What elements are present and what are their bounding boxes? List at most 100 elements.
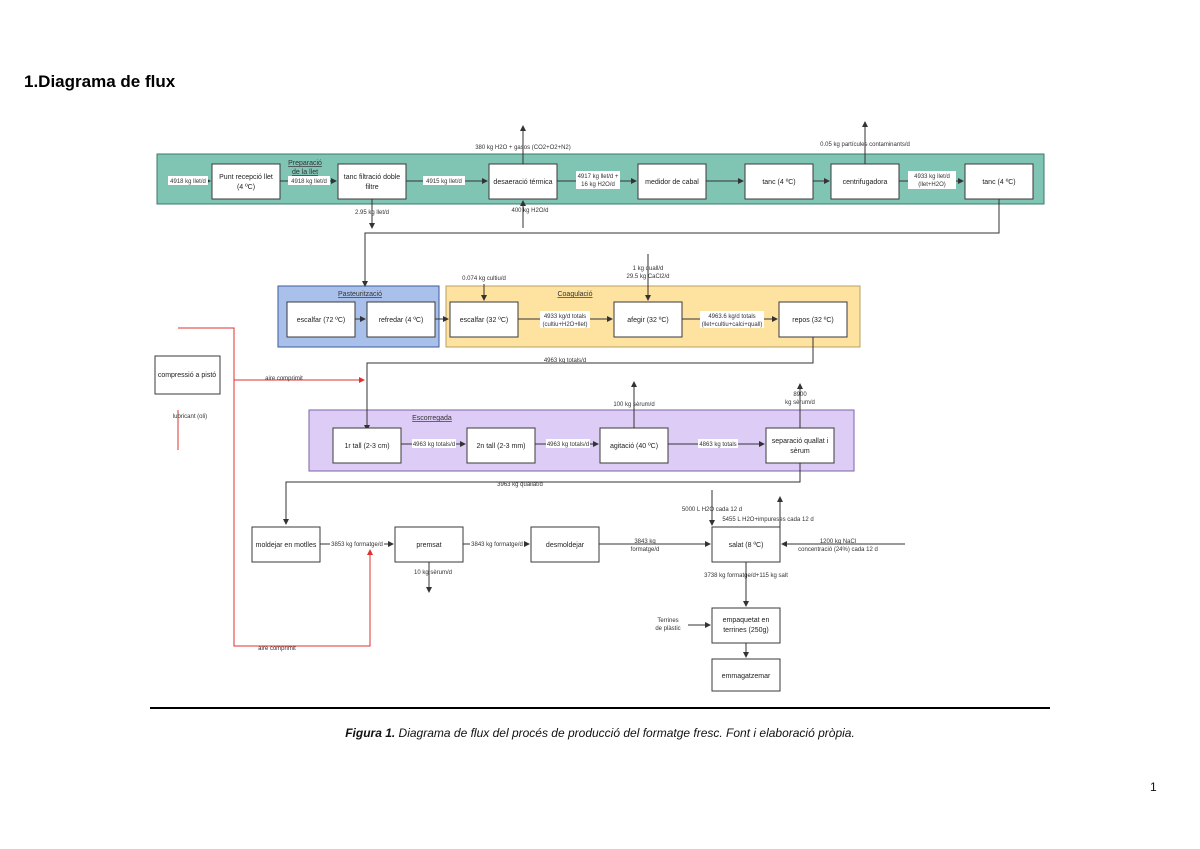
refredar-4-label: refredar (4 ºC) (379, 317, 424, 324)
tanc-4b-label: tanc (4 ºC) (982, 179, 1015, 186)
escalfar-72-label: escalfar (72 ºC) (297, 317, 345, 324)
flow-aire-comprimit-1: aire comprimit (265, 376, 303, 382)
separacio-box (765, 427, 835, 464)
flow-nacl-2: concentració (24%) cada 12 d (798, 547, 878, 553)
empaquetat-label-1: empaquetat en (723, 617, 770, 624)
flow-agitacio-separacio: 4863 kg totals (699, 442, 736, 448)
flow-aigua-salat: 5000 L H2O cada 12 d (682, 507, 742, 513)
flow-quallat-moldejar: 3963 kg quallat/d (497, 482, 543, 488)
tall1-box (332, 427, 402, 464)
flow-afegir-repos-1: 4963.6 kg/d totals (708, 314, 755, 320)
punt-recepcio-label-1: Punt recepció llet (219, 174, 273, 181)
flow-serum-agitacio: 100 kg sèrum/d (613, 402, 654, 408)
desaeracio-label: desaeració térmica (493, 179, 552, 186)
empaquetat-box (711, 607, 781, 644)
caption-text: Diagrama de flux del procés de producció… (395, 726, 855, 740)
page-heading: 1.Diagrama de flux (24, 72, 176, 91)
flow-tall1-tall2: 4963 kg totals/d (413, 442, 455, 448)
centrifugadora-label: centrifugadora (843, 179, 888, 186)
escalfar-72-box (286, 301, 356, 338)
flow-escalfar-afegir-1: 4933 kg/d totals (544, 314, 586, 320)
medidor-cabal-label: medidor de cabal (645, 179, 699, 186)
flow-afegir-repos-2: (llet+cultiu+calci+quall) (702, 322, 763, 328)
caption-label: Figura 1. (345, 726, 396, 740)
figure-caption: Figura 1. Diagrama de flux del procés de… (150, 726, 1050, 740)
agitacio-box (599, 427, 669, 464)
centrifugadora-box (830, 163, 900, 200)
flow-vapor: 400 kg H2O/d (511, 208, 548, 214)
separacio-label-2: sèrum (790, 448, 810, 455)
moldejar-box (251, 526, 321, 563)
desmoldejar-label: desmoldejar (546, 542, 585, 549)
compressio-pisto-label: compressió a pistó (158, 372, 216, 379)
section-title-preparacio-2: de la llet (292, 169, 318, 176)
refredar-4-box (366, 301, 436, 338)
separacio-label-1: separació quallat i (772, 438, 829, 445)
tanc-filtracio-label-2: filtre (365, 184, 378, 191)
flow-escalfar-afegir-2: (cultiu+H2O+llet) (542, 322, 587, 328)
agitacio-label: agitació (40 ºC) (610, 443, 658, 450)
desmoldejar-box (530, 526, 600, 563)
flow-tall2-agitacio: 4963 kg totals/d (547, 442, 589, 448)
flow-desmoldejar-salat-2: formatge/d (631, 547, 660, 553)
flow-recepcio-tanc: 4918 kg llet/d (291, 179, 327, 185)
flow-salat-empaquetat: 3738 kg formatge/d+115 kg salt (704, 573, 788, 579)
flow-nacl-1: 1200 kg NaCl (820, 539, 856, 545)
flow-aire-comprimit-2: aire comprimit (258, 646, 296, 652)
repos-32-label: repos (32 ºC) (792, 317, 833, 324)
flow-terrines-1: Terrines (657, 618, 678, 624)
section-title-escorregada: Escorregada (412, 415, 452, 422)
caption-rule (150, 707, 1050, 709)
flow-centrifugadora-tanc-1: 4933 kg llet/d (914, 174, 950, 180)
flow-centrifugadora-tanc-2: (llet+H2O) (918, 182, 946, 188)
tall2-label: 2n tall (2-3 mm) (476, 443, 525, 450)
flow-particules: 0.05 kg partícules contaminants/d (820, 142, 910, 148)
empaquetat-label-2: terrines (250g) (723, 627, 769, 634)
flow-perdua-filtracio: 2.95 kg llet/d (355, 210, 389, 216)
emmagatzemar-box (711, 658, 781, 692)
punt-recepcio-box (211, 163, 281, 200)
section-title-preparacio-1: Preparació (288, 160, 322, 167)
flow-tanc-desaeracio: 4915 kg llet/d (426, 179, 462, 185)
punt-recepcio-label-2: (4 ºC) (237, 184, 255, 191)
flow-lubricant: lubricant (oli) (173, 414, 207, 420)
escalfar-32-label: escalfar (32 ºC) (460, 317, 508, 324)
flow-gasos: 380 kg H2O + gasos (CO2+O2+N2) (475, 145, 571, 151)
flow-serum-premsat: 10 kg sèrum/d (414, 570, 452, 576)
flow-desmoldejar-salat-1: 3843 kg (634, 539, 655, 545)
flow-terrines-2: de plàstic (655, 626, 680, 632)
flow-moldejar-premsat: 3853 kg formatge/d (331, 542, 383, 548)
flow-quall-2: 29.5 kg CaCl2/d (626, 274, 669, 280)
page-number: 1 (1150, 780, 1157, 794)
compressio-pisto-box (154, 355, 221, 395)
section-title-pasteuritzacio: Pasteurització (338, 291, 382, 298)
emmagatzemar-label: emmagatzemar (722, 673, 771, 680)
flow-cultiu: 0.074 kg cultiu/d (462, 276, 506, 282)
flow-desaeracio-cabal-2: 16 kg H2O/d (581, 182, 615, 188)
flow-desaeracio-cabal-1: 4917 kg llet/d + (578, 174, 619, 180)
salat-box (711, 526, 781, 563)
tanc-filtracio-label-1: tanc filtració doble (344, 174, 401, 181)
salat-label: salat (8 ºC) (729, 542, 764, 549)
flow-quall-1: 1 kg quall/d (633, 266, 664, 272)
premsat-box (394, 526, 464, 563)
flow-repos-tall: 4963 kg totals/d (544, 358, 586, 364)
flow-serum-separacio-2: kg sèrum/d (785, 400, 815, 406)
flow-premsat-desmoldejar: 3843 kg formatge/d (471, 542, 523, 548)
tanc-filtracio-box (337, 163, 407, 200)
moldejar-label: moldejar en motlles (256, 542, 317, 549)
flow-aigua-impureses: 5455 L H2O+impureses cada 12 d (722, 517, 813, 523)
repos-32-box (778, 301, 848, 338)
tanc-4b-box (964, 163, 1034, 200)
flow-serum-separacio-1: 8900 (793, 392, 807, 398)
medidor-cabal-box (637, 163, 707, 200)
section-title-coagulacio: Coagulació (557, 291, 592, 298)
tanc-4a-box (744, 163, 814, 200)
premsat-label: premsat (416, 542, 441, 549)
flow-entrada-llet: 4918 kg llet/d (170, 179, 206, 185)
tall2-box (466, 427, 536, 464)
afegir-32-label: afegir (32 ºC) (627, 317, 668, 324)
tall1-label: 1r tall (2-3 cm) (344, 443, 389, 450)
tanc-4a-label: tanc (4 ºC) (762, 179, 795, 186)
